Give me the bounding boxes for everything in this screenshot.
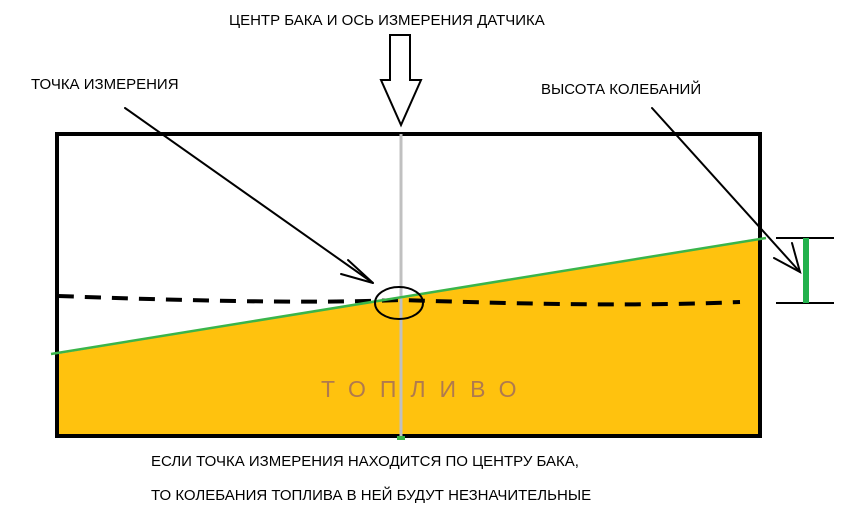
amplitude-label: ВЫСОТА КОЛЕБАНИЙ: [541, 81, 702, 98]
note-line-1: ЕСЛИ ТОЧКА ИЗМЕРЕНИЯ НАХОДИТСЯ ПО ЦЕНТРУ…: [151, 453, 579, 470]
fuel-body: [58, 238, 760, 436]
fuel-surface-line: [50, 236, 767, 356]
measure-point-pointer-arrow: [124, 107, 374, 284]
sensor-axis-label: ЦЕНТР БАКА И ОСЬ ИЗМЕРЕНИЯ ДАТЧИКА: [229, 12, 545, 29]
tank-outline: [55, 132, 762, 438]
measure-point-label: ТОЧКА ИЗМЕРЕНИЯ: [31, 76, 179, 93]
amplitude-pointer-arrow: [651, 107, 802, 274]
fuel-label: ТОПЛИВО: [321, 376, 531, 402]
axis-bottom-mark: [397, 436, 405, 440]
note-line-2: ТО КОЛЕБАНИЯ ТОПЛИВА В НЕЙ БУДУТ НЕЗНАЧИ…: [151, 487, 592, 504]
measure-point-ellipse: [374, 286, 424, 320]
sensor-axis-arrow-icon: [379, 34, 423, 128]
rest-level-dashed-line: [57, 294, 741, 307]
